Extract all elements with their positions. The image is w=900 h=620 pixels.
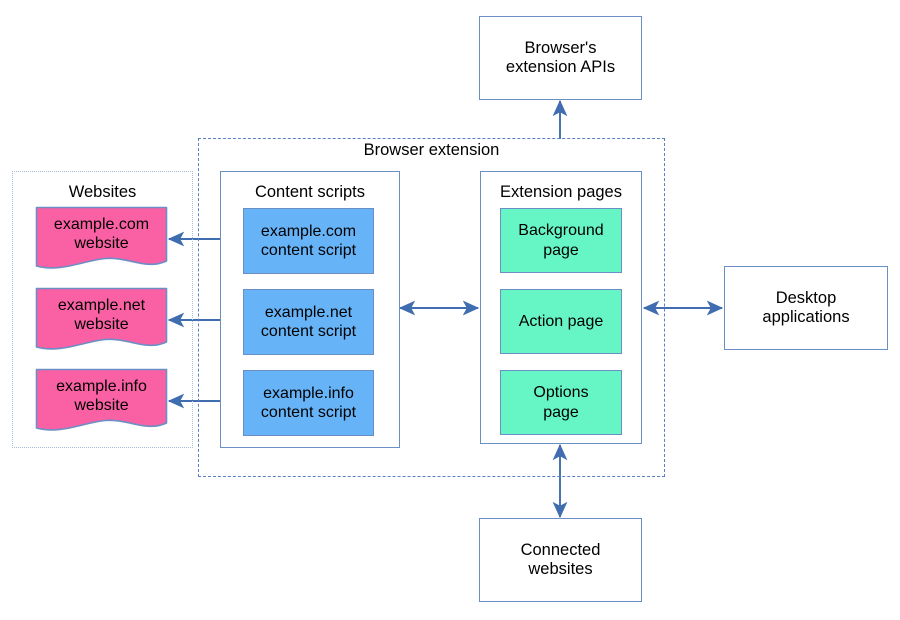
container-browser-extension-label: Browser extension bbox=[363, 141, 500, 159]
container-browser-extension bbox=[198, 138, 665, 477]
container-websites bbox=[12, 171, 193, 448]
container-content-scripts-label: Content scripts bbox=[254, 183, 366, 201]
node-options-page: Options page bbox=[500, 370, 622, 435]
node-browser-extension-apis: Browser's extension APIs bbox=[479, 16, 642, 100]
container-extension-pages-label: Extension pages bbox=[499, 183, 622, 201]
node-example-info-website: example.info website bbox=[35, 368, 168, 434]
node-background-page: Background page bbox=[500, 208, 622, 273]
node-desktop-applications: Desktop applications bbox=[724, 266, 888, 350]
container-websites-label: Websites bbox=[68, 183, 137, 201]
node-example-com-content-script: example.com content script bbox=[243, 208, 374, 274]
node-connected-websites: Connected websites bbox=[479, 518, 642, 602]
node-example-com-website: example.com website bbox=[35, 206, 168, 272]
node-example-net-website: example.net website bbox=[35, 287, 168, 353]
node-example-info-content-script: example.info content script bbox=[243, 370, 374, 436]
node-action-page: Action page bbox=[500, 289, 622, 354]
node-example-net-content-script: example.net content script bbox=[243, 289, 374, 355]
